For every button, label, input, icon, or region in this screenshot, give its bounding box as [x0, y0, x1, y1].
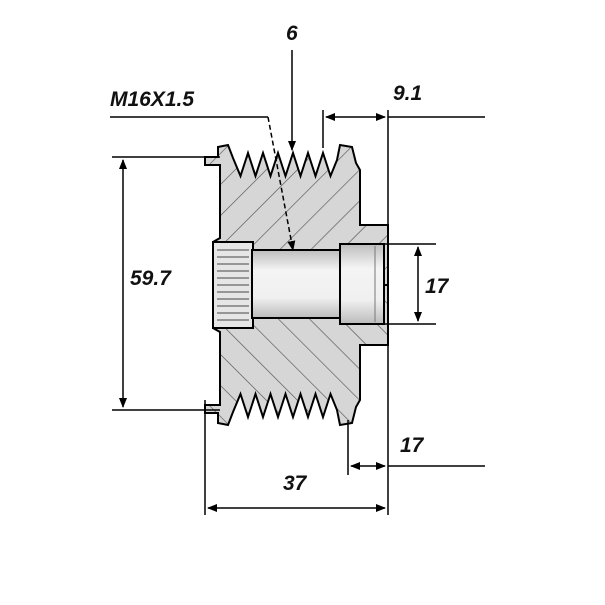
- bore-label: 17: [425, 275, 450, 298]
- counterbore: [339, 243, 385, 325]
- bore: [212, 241, 385, 329]
- hub-length-label: 17: [400, 434, 425, 457]
- diameter-label: 59.7: [130, 267, 172, 290]
- threaded-bore: [251, 249, 343, 319]
- offset-label: 9.1: [393, 82, 422, 105]
- spline-teeth: [217, 249, 249, 321]
- total-length-label: 37: [283, 472, 308, 495]
- thread-leader: [267, 116, 296, 251]
- grooves-label: 6: [286, 22, 298, 45]
- dimension-lines: [110, 50, 485, 515]
- thread-label: M16X1.5: [110, 88, 194, 111]
